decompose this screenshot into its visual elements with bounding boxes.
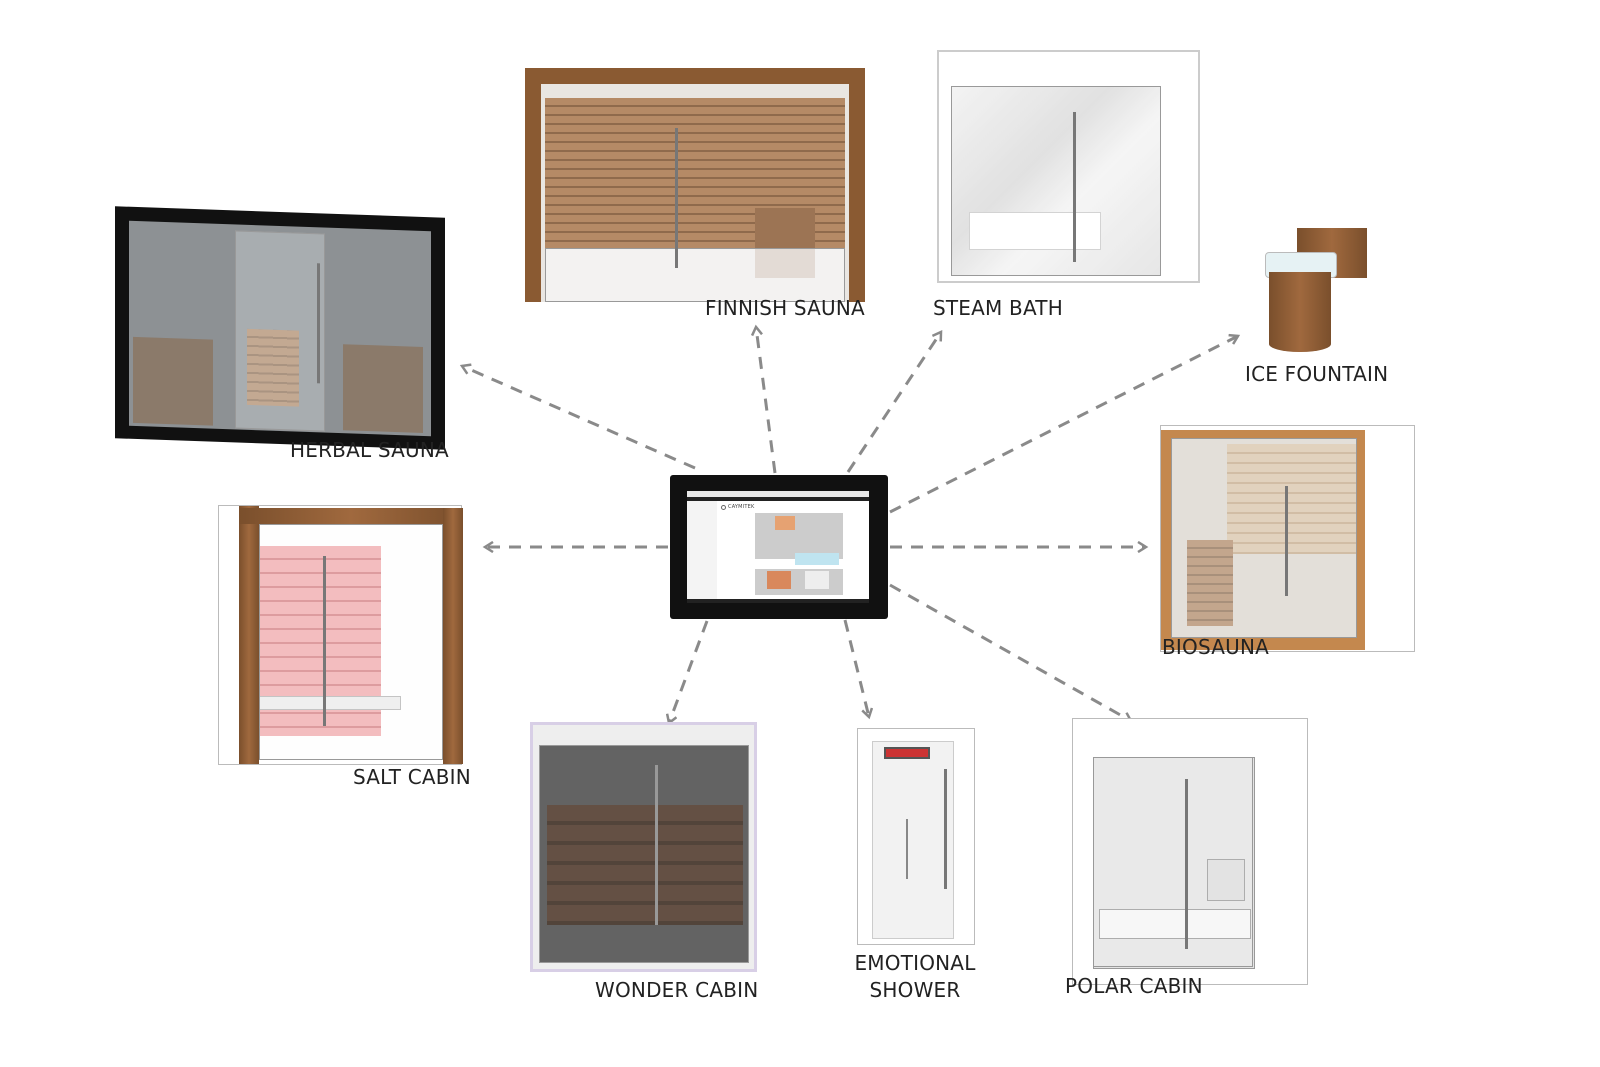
arrow-finnish-sauna (756, 327, 777, 474)
salt-cabin-illustration[interactable] (218, 505, 463, 765)
biosauna-illustration[interactable] (1160, 425, 1415, 652)
emotional-shower-label: EMOTIONAL SHOWER (853, 950, 977, 1004)
finnish-sauna-illustration[interactable] (525, 68, 865, 302)
floorplan-top (755, 513, 843, 565)
emotional-shower-illustration[interactable] (857, 728, 975, 945)
brand-logo-text: CAYMITEK (728, 504, 755, 510)
brand-logo-icon (721, 505, 726, 510)
polar-cabin-label: POLAR CABIN (1065, 974, 1203, 998)
emotional-shower-label-line2: SHOWER (869, 978, 961, 1002)
floorplan-bottom (755, 569, 843, 595)
control-tablet[interactable]: CAYMITEK (670, 475, 888, 619)
arrow-wonder-cabin (669, 620, 709, 723)
arrow-emotional-shower (843, 619, 869, 717)
emotional-shower-label-line1: EMOTIONAL (854, 951, 976, 975)
ice-fountain-illustration[interactable] (1265, 228, 1368, 358)
herbal-sauna-label: HERBAL SAUNA (290, 438, 449, 462)
wonder-cabin-illustration[interactable] (530, 722, 757, 972)
screen-sidebar (687, 501, 717, 599)
shower-light-icon (884, 747, 930, 759)
salt-cabin-label: SALT CABIN (353, 765, 471, 789)
tablet-screen: CAYMITEK (687, 491, 869, 603)
arrow-steam-bath (846, 332, 941, 473)
polar-cabin-illustration[interactable] (1072, 718, 1308, 985)
wonder-cabin-label: WONDER CABIN (595, 978, 759, 1002)
finnish-sauna-label: FINNISH SAUNA (705, 296, 865, 320)
arrow-ice-fountain (889, 336, 1238, 514)
steam-bath-label: STEAM BATH (933, 296, 1063, 320)
ice-fountain-label: ICE FOUNTAIN (1245, 362, 1389, 386)
arrow-herbal-sauna (462, 366, 696, 470)
herbal-sauna-illustration[interactable] (115, 206, 445, 450)
steam-bath-illustration[interactable] (937, 50, 1200, 283)
arrow-polar-cabin (889, 583, 1131, 721)
biosauna-label: BIOSAUNA (1162, 635, 1269, 659)
